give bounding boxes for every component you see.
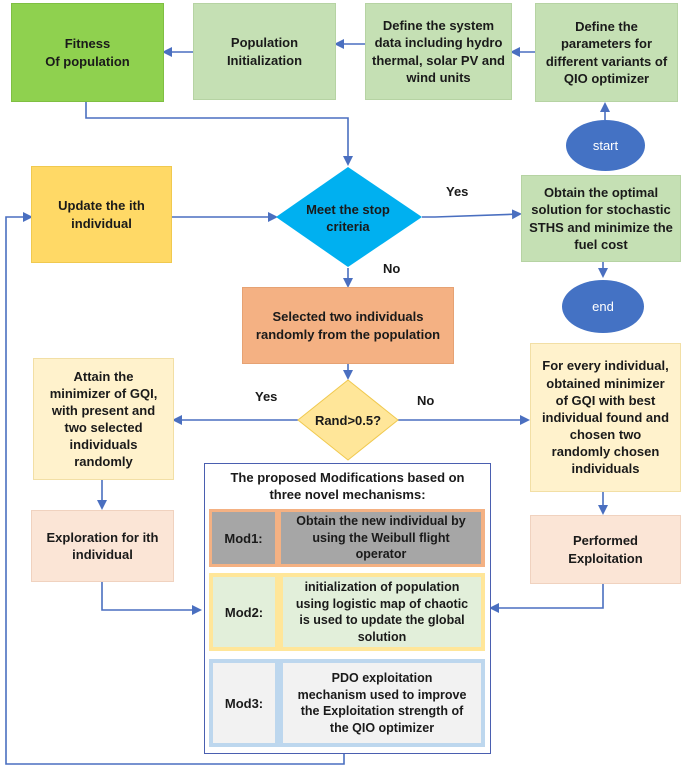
mod2-row: Mod2: initialization of population using…	[209, 573, 485, 651]
rand-text-holder: Rand>0.5?	[303, 410, 393, 432]
update-individual-box: Update the ith individual	[31, 166, 172, 263]
rand-diamond	[297, 379, 399, 461]
arrow-fitness-to-stop	[85, 102, 353, 166]
select-two-box: Selected two individuals randomly from t…	[242, 287, 454, 364]
exploration-box: Exploration for ith individual	[31, 510, 174, 582]
yes-label-stop: Yes	[446, 184, 469, 199]
panel-title: The proposed Modifications based on thre…	[230, 470, 465, 503]
arrow-panel-to-update	[5, 212, 345, 765]
define-system-text: Define the system data including hydro t…	[372, 18, 505, 85]
mod1-row: Mod1: Obtain the new individual by using…	[209, 509, 485, 567]
define-parameters-text: Define the parameters for different vari…	[545, 19, 668, 86]
attain-minimizer-text: Attain the minimizer of GQI, with presen…	[49, 368, 158, 470]
stop-criteria-text: Meet the stop criteria	[306, 201, 390, 234]
stop-criteria-text-holder: Meet the stop criteria	[292, 198, 404, 238]
exploitation-box: Performed Exploitation	[530, 515, 681, 584]
fitness-text: Fitness Of population	[45, 36, 130, 69]
mod3-row: Mod3: PDO exploitation mechanism used to…	[209, 659, 485, 747]
population-initialization-text: Population Initialization	[226, 35, 303, 68]
define-parameters-box: Define the parameters for different vari…	[535, 3, 678, 102]
every-individual-text: For every individual, obtained minimizer…	[541, 358, 670, 477]
mod3-label: Mod3:	[213, 663, 275, 743]
optimal-solution-box: Obtain the optimal solution for stochast…	[521, 175, 681, 262]
define-system-box: Define the system data including hydro t…	[365, 3, 512, 100]
optimal-solution-text: Obtain the optimal solution for stochast…	[529, 185, 673, 252]
end-text: end	[592, 299, 614, 314]
no-label-rand: No	[417, 393, 435, 408]
every-individual-box: For every individual, obtained minimizer…	[530, 343, 681, 492]
mod2-label: Mod2:	[213, 577, 275, 647]
arrow-exploration-to-panel	[101, 582, 202, 615]
arrow-stop-to-optimal	[422, 209, 522, 220]
start-oval: start	[566, 120, 645, 171]
yes-label-rand: Yes	[255, 389, 278, 404]
attain-minimizer-box: Attain the minimizer of GQI, with presen…	[33, 358, 174, 480]
start-text: start	[592, 138, 619, 153]
mod1-label: Mod1:	[212, 512, 275, 564]
select-two-text: Selected two individuals randomly from t…	[255, 309, 441, 342]
stop-criteria-diamond	[276, 167, 422, 267]
rand-text: Rand>0.5?	[314, 413, 382, 429]
mod1-text: Obtain the new individual by using the W…	[281, 512, 481, 564]
mod3-text: PDO exploitation mechanism used to impro…	[283, 663, 481, 743]
mod2-text: initialization of population using logis…	[283, 577, 481, 647]
fitness-box: Fitness Of population	[11, 3, 164, 102]
no-label-stop: No	[383, 261, 401, 276]
update-individual-text: Update the ith individual	[58, 198, 145, 231]
population-initialization-box: Population Initialization	[193, 3, 336, 100]
end-oval: end	[562, 280, 644, 333]
arrow-exploitation-to-panel	[489, 584, 604, 613]
exploitation-text: Performed Exploitation	[568, 533, 643, 566]
exploration-text: Exploration for ith individual	[46, 529, 159, 562]
modifications-panel: The proposed Modifications based on thre…	[204, 463, 491, 754]
